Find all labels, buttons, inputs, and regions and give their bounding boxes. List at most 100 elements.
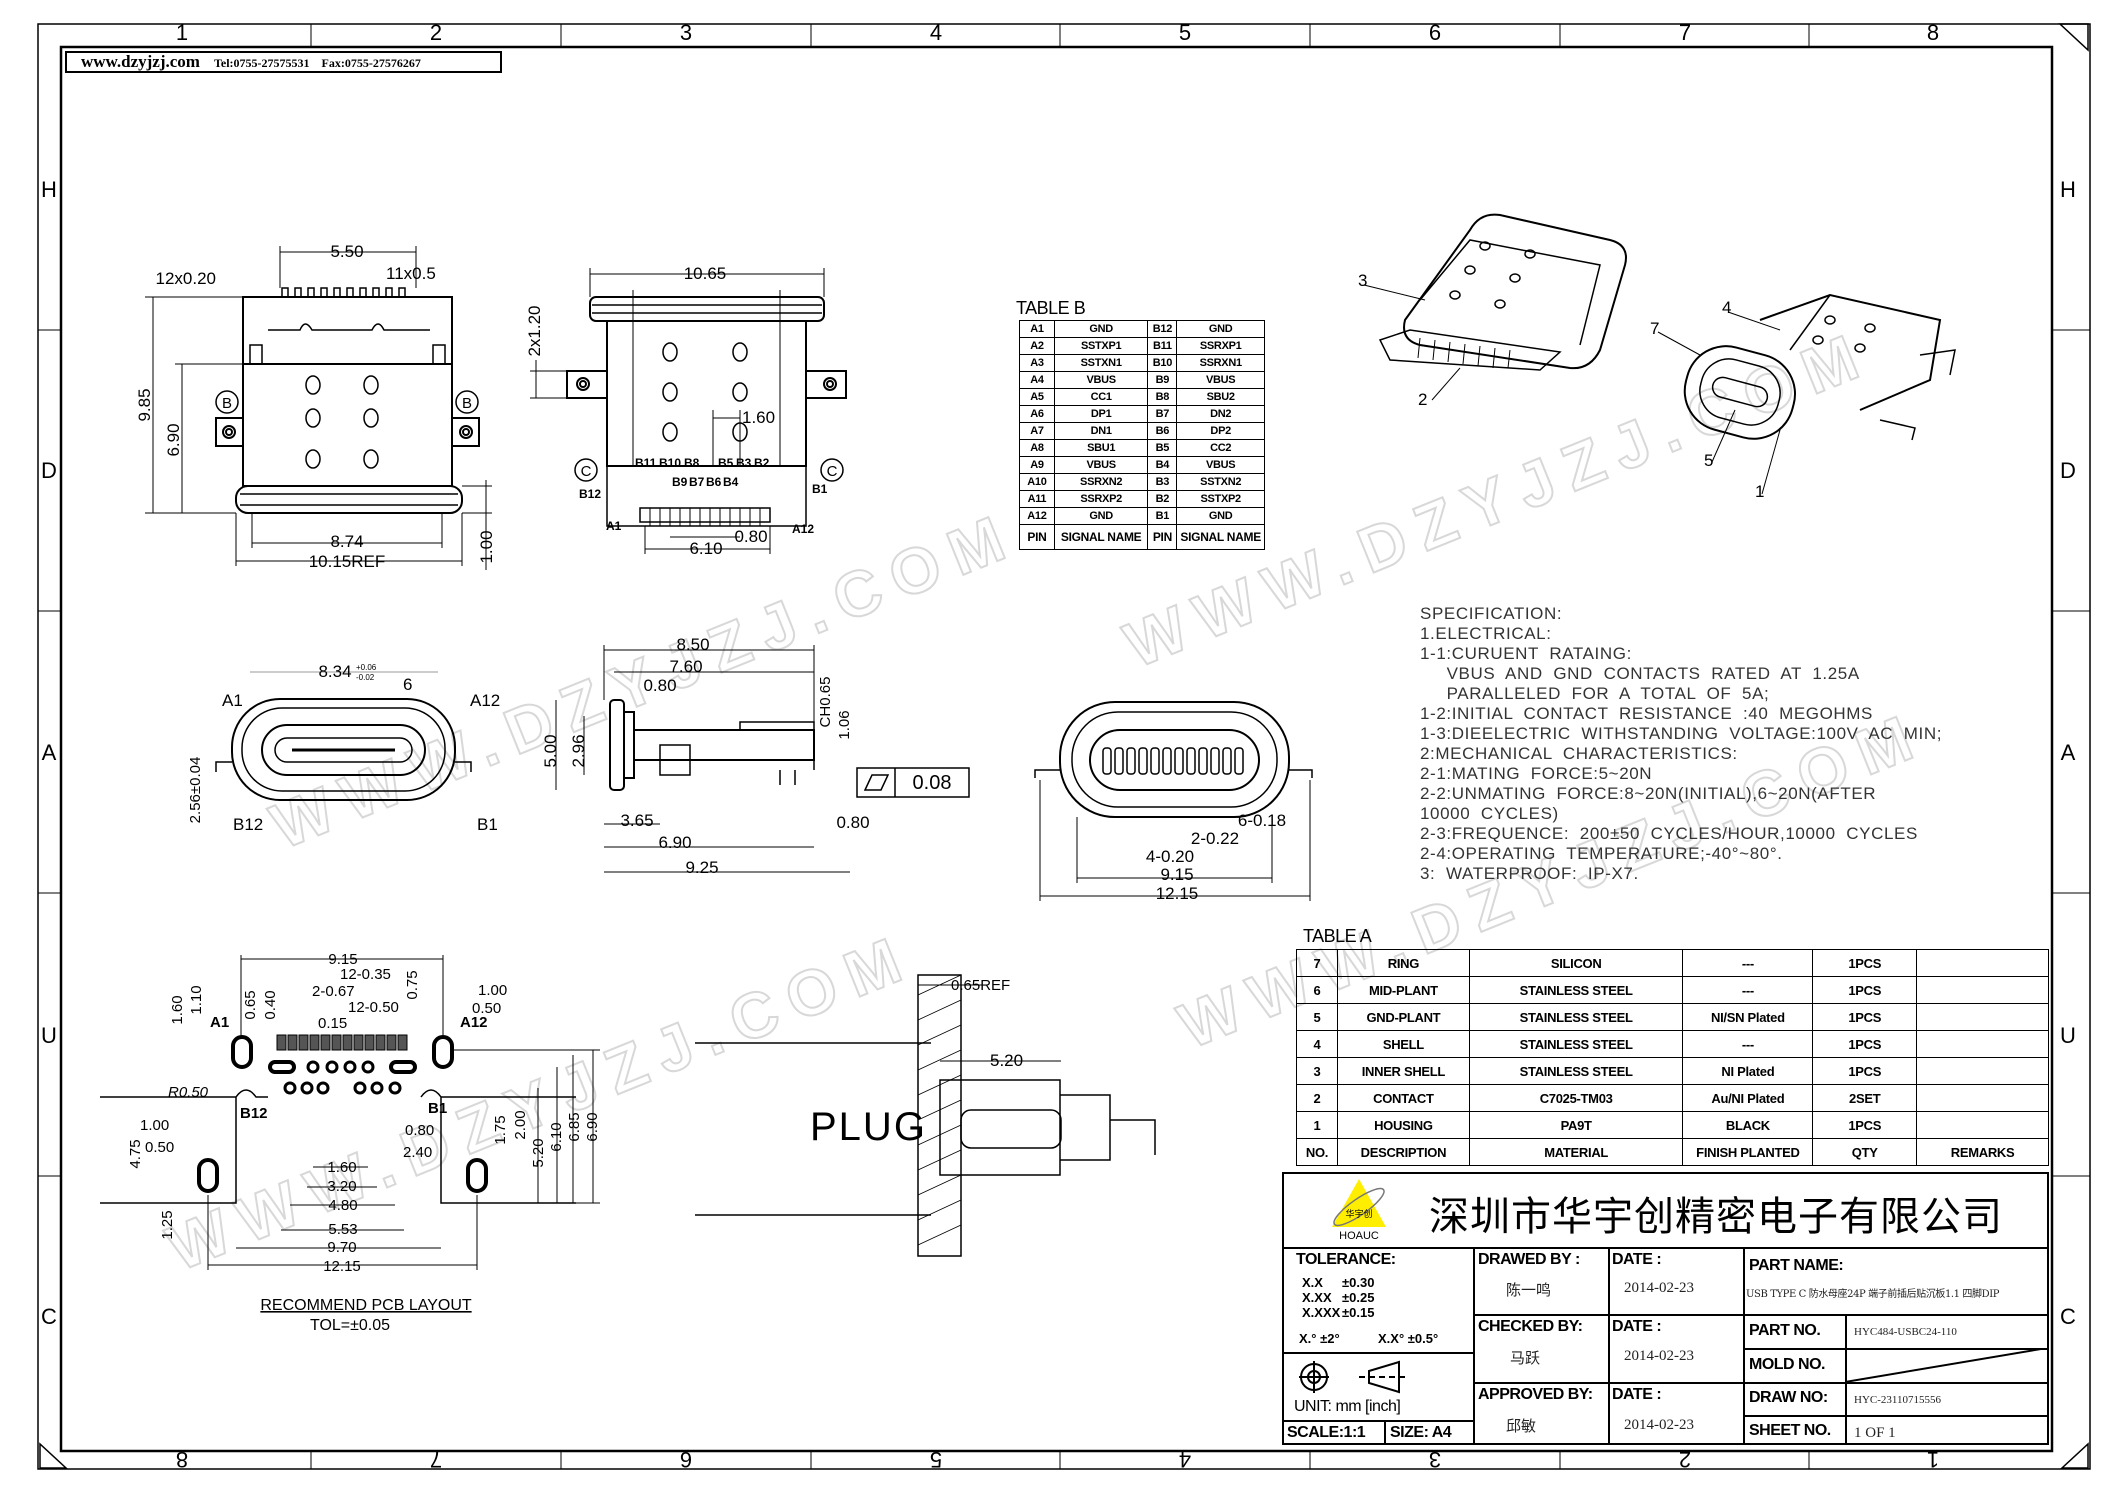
tolerance-value: ±0.30	[1342, 1275, 1375, 1290]
zone-row: A	[42, 740, 57, 765]
dim-tolerance: +0.06	[356, 663, 377, 672]
spec-line: 2:MECHANICAL CHARACTERISTICS:	[1420, 744, 1738, 763]
table-cell: GND-PLANT	[1336, 1003, 1470, 1031]
table-cell: 4	[1296, 1030, 1338, 1058]
date-checked: 2014-02-23	[1624, 1348, 1694, 1364]
website-link[interactable]: www.dzyjzj.com	[81, 52, 200, 71]
callout: 3	[1358, 271, 1367, 290]
signal-name: GND	[1176, 507, 1265, 525]
zone-row: U	[2060, 1023, 2076, 1048]
zone-row: H	[41, 177, 57, 202]
part-name-value: USB TYPE C 防水母座24P 端子前插后贴沉板1.1 四脚DIP	[1746, 1289, 2000, 1300]
table-cell: ---	[1682, 976, 1814, 1004]
date-label: DATE :	[1612, 1386, 1662, 1403]
table-cell	[1916, 1030, 2049, 1058]
signal-name: SSRXN1	[1176, 354, 1265, 372]
tolerance-value: ±0.25	[1342, 1290, 1375, 1305]
column-header: PIN	[1019, 524, 1055, 550]
pin-label: A12	[792, 522, 814, 536]
pin-label: B2	[754, 456, 770, 470]
approved-by-name: 邱敏	[1506, 1417, 1537, 1435]
dim-label: R0.50	[168, 1084, 209, 1101]
pin-label: B6	[706, 475, 722, 489]
callout: A1	[222, 691, 243, 710]
dim-label: 0.65REF	[951, 977, 1010, 994]
signal-name: SSRXN2	[1053, 473, 1149, 491]
tolerance-label: TOLERANCE:	[1296, 1251, 1396, 1268]
table-cell: 5	[1296, 1003, 1338, 1031]
zone-col: 4	[930, 20, 942, 45]
signal-name: GND	[1176, 320, 1265, 338]
signal-name: VBUS	[1176, 371, 1265, 389]
divider	[1473, 1314, 2047, 1316]
part-name-label: PART NAME:	[1749, 1257, 1844, 1274]
dim-label: 1.00	[140, 1117, 169, 1134]
signal-name: CC1	[1053, 388, 1149, 406]
table-b-title: TABLE B	[1016, 298, 1086, 318]
signal-name: VBUS	[1176, 456, 1265, 474]
pin-id: A3	[1019, 354, 1055, 372]
divider	[1845, 1314, 1847, 1445]
zone-col: 7	[430, 1447, 442, 1472]
dim-label: 10.65	[684, 264, 727, 283]
dim-label: 5.50	[330, 242, 363, 261]
signal-name: SSRXP1	[1176, 337, 1265, 355]
mold-no-strike	[1845, 1348, 2047, 1382]
pin-id: B3	[1147, 473, 1178, 491]
dim-label: 4-0.20	[1146, 847, 1194, 866]
zone-col: 1	[176, 20, 188, 45]
back-view: 10.65 2x1.20 1.60 C C B11 B10 B8 B5 B3 B…	[525, 264, 847, 558]
logo-brand: HOAUC	[1339, 1230, 1379, 1242]
tolerance-key: X.XXX	[1302, 1305, 1341, 1320]
pin-label: A1	[606, 519, 622, 533]
dim-label: 1.00	[477, 530, 496, 563]
zone-row: D	[2060, 458, 2076, 483]
dim-label: 1.25	[159, 1210, 176, 1239]
table-cell: ---	[1682, 949, 1814, 977]
callout: A12	[460, 1014, 488, 1031]
angle-tolerance: X.° ±2°	[1299, 1331, 1340, 1346]
dim-label: 9.85	[135, 388, 154, 421]
dim-label: 6.90	[584, 1112, 601, 1141]
dim-label: 5.53	[328, 1221, 357, 1238]
zone-col: 6	[1429, 20, 1441, 45]
date-approved: 2014-02-23	[1624, 1417, 1694, 1433]
table-cell: C7025-TM03	[1468, 1084, 1684, 1112]
pin-id: A5	[1019, 388, 1055, 406]
dim-label: 4.75	[127, 1139, 144, 1168]
dim-label: 9.15	[1160, 865, 1193, 884]
dim-label: 2-0.22	[1191, 829, 1239, 848]
table-cell: 7	[1296, 949, 1338, 977]
table-cell: INNER SHELL	[1336, 1057, 1470, 1085]
zone-col: 3	[680, 20, 692, 45]
table-cell: 6	[1296, 976, 1338, 1004]
table-cell: SHELL	[1336, 1030, 1470, 1058]
plug-label: PLUG	[810, 1105, 927, 1149]
dim-label: 3.20	[327, 1178, 356, 1195]
dim-label: 6.10	[689, 539, 722, 558]
table-cell	[1916, 1003, 2049, 1031]
mating-view: 6-0.18 2-0.22 4-0.20 9.15 12.15	[1034, 701, 1313, 903]
dim-label: 1.60	[169, 995, 186, 1024]
pin-label: B3	[736, 456, 752, 470]
section-marker: C	[581, 463, 592, 480]
zone-col: 1	[1927, 1447, 1939, 1472]
pin-id: B7	[1147, 405, 1178, 423]
column-header: SIGNAL NAME	[1053, 524, 1149, 550]
dim-label: 9.15	[328, 951, 357, 968]
table-cell: 1PCS	[1812, 949, 1918, 977]
divider	[1473, 1247, 1475, 1445]
top-view: 5.50 12x0.20 11x0.5 9.85 6.90 8.74 10.15…	[135, 242, 496, 571]
signal-name: SSTXP2	[1176, 490, 1265, 508]
signal-name: GND	[1053, 320, 1149, 338]
dim-label: 12.15	[1156, 884, 1199, 903]
callout: 4	[1722, 298, 1731, 317]
callout: 7	[1650, 319, 1659, 338]
pin-label: B8	[684, 456, 700, 470]
zone-col: 5	[1179, 20, 1191, 45]
corner-triangle-icon	[2060, 1442, 2089, 1469]
